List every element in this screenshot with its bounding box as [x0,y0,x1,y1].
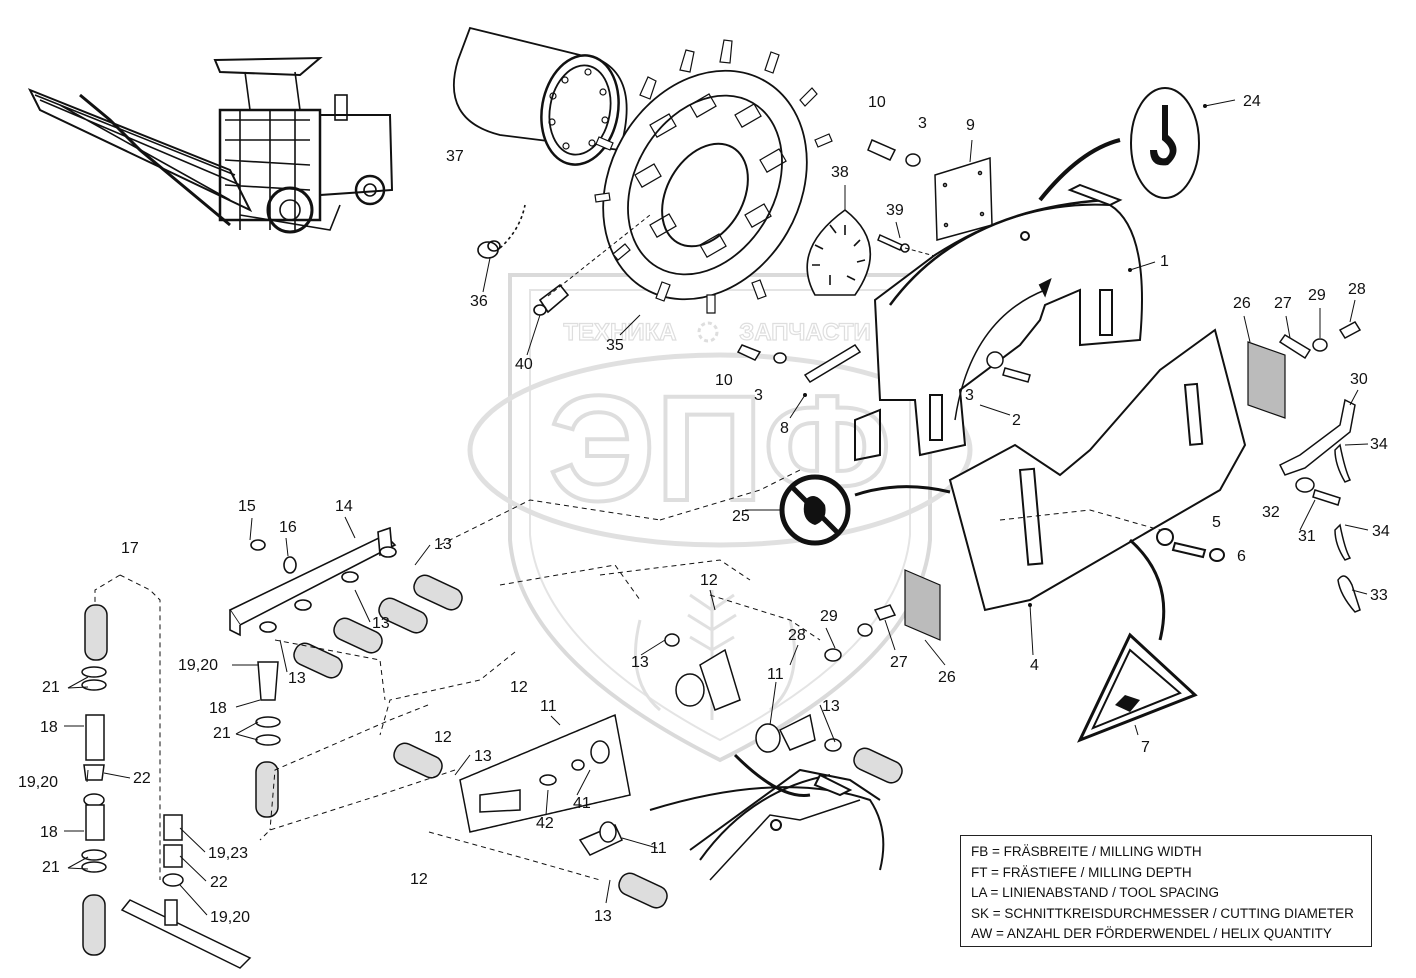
callout-12a: 12 [700,572,718,589]
crane-hook-icon [1130,87,1200,199]
callout-19-20b: 19,20 [18,774,58,791]
lower-guard [649,768,885,881]
part-10-3-8-mid [736,344,1031,383]
callout-34a: 34 [1370,436,1388,453]
callout-40: 40 [515,356,533,373]
callout-14: 14 [335,498,353,515]
milling-housing-guard [854,138,1143,462]
callout-10a: 10 [868,94,886,111]
callout-13f: 13 [822,698,840,715]
callout-28b: 28 [788,627,806,644]
callout-21b: 21 [213,725,231,742]
valve-assemblies [459,633,842,856]
callout-18b: 18 [40,719,58,736]
callout-41: 41 [573,795,591,812]
callout-30: 30 [1350,371,1368,388]
callout-18c: 18 [40,824,58,841]
leader-lines [94,469,1161,881]
callout-24: 24 [1243,93,1261,110]
callout-22b: 22 [210,874,228,891]
callout-18a: 18 [209,700,227,717]
callout-8: 8 [780,420,789,437]
hose-segments [82,574,903,956]
parts-27-to-34 [824,321,1362,662]
cutting-tool-ring [594,39,833,314]
spray-bar-assembly [228,526,397,637]
callout-37: 37 [446,148,464,165]
milling-drum [453,26,628,166]
callout-3c: 3 [965,387,974,404]
callout-11c: 11 [650,840,667,857]
wear-plate-grids [904,341,1286,641]
callout-9: 9 [966,117,975,134]
callout-2: 2 [1012,412,1021,429]
callout-32: 32 [1262,504,1280,521]
callout-21a: 21 [42,679,60,696]
watermark-left-text: ТЕХНИКА [563,319,676,346]
fittings-left [81,661,281,969]
callout-11a: 11 [540,698,557,715]
watermark-gear-icon [697,321,719,343]
legend-row-fb: FB = FRÄSBREITE / MILLING WIDTH [971,844,1202,859]
abbreviation-legend: FB = FRÄSBREITE / MILLING WIDTH FT = FRÄ… [960,835,1372,947]
callout-31: 31 [1298,528,1316,545]
callout-3b: 3 [754,387,763,404]
callout-35: 35 [606,337,624,354]
callout-15: 15 [238,498,256,515]
callout-19-20c: 19,20 [210,909,250,926]
callout-33: 33 [1370,587,1388,604]
callout-29a: 29 [1308,287,1326,304]
callout-13d: 13 [631,654,649,671]
legend-row-la: LA = LINIENABSTAND / TOOL SPACING [971,885,1219,900]
callout-13a: 13 [434,536,452,553]
callout-labels: 1 2 3 3 3 4 5 6 7 8 9 10 10 11 11 11 12 … [18,93,1390,926]
part-38-segment [806,208,872,296]
callout-26b: 26 [938,669,956,686]
legend-row-ft: FT = FRÄSTIEFE / MILLING DEPTH [971,864,1192,880]
prohibition-hand-icon [779,474,851,546]
callout-10b: 10 [715,372,733,389]
callout-17: 17 [121,540,139,557]
callout-5: 5 [1212,514,1221,531]
callout-3a: 3 [918,115,927,132]
callout-36: 36 [470,293,488,310]
callout-19-23: 19,23 [208,845,248,862]
callout-4: 4 [1030,657,1039,674]
callout-27a: 27 [1274,295,1292,312]
legend-row-sk: SK = SCHNITTKREISDURCHMESSER / CUTTING D… [971,905,1354,921]
callout-11b: 11 [767,666,784,683]
callout-13g: 13 [594,908,612,925]
callout-28a: 28 [1348,281,1366,298]
callout-19-20a: 19,20 [178,657,218,674]
warning-triangle-icon [1077,632,1198,743]
callout-13c: 13 [288,670,306,687]
callout-21c: 21 [42,859,60,876]
callout-29b: 29 [820,608,838,625]
callout-13e: 13 [474,748,492,765]
callout-leaders [64,99,1369,916]
watermark-right-text: ЗАПЧАСТИ [739,319,871,346]
side-cover-plate [948,328,1247,612]
callout-12c: 12 [434,729,452,746]
callout-12d: 12 [410,871,428,888]
callout-27b: 27 [890,654,908,671]
callout-16: 16 [279,519,297,536]
callout-25: 25 [732,508,750,525]
part-10-3-9-top [867,139,993,241]
callout-6: 6 [1237,548,1246,565]
callout-34b: 34 [1372,523,1390,540]
callout-1: 1 [1160,253,1169,270]
callout-26a: 26 [1233,295,1251,312]
callout-38: 38 [831,164,849,181]
legend-row-aw: AW = ANZAHL DER FÖRDERWENDEL / HELIX QUA… [971,926,1332,941]
machine-overview-illustration [27,56,394,234]
callout-7: 7 [1141,739,1150,756]
callout-42: 42 [536,815,554,832]
callout-13b: 13 [372,615,390,632]
callout-12b: 12 [510,679,528,696]
callout-39: 39 [886,202,904,219]
part-36-40 [477,204,651,316]
callout-22a: 22 [133,770,151,787]
